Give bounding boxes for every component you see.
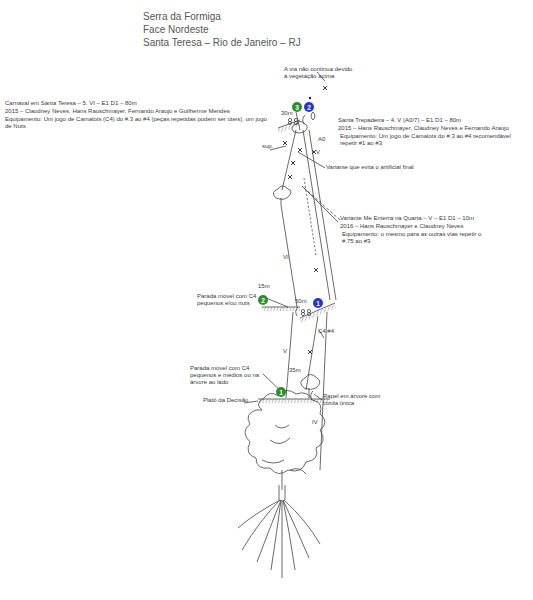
topo-label: Variante Me Enterra na Quarta – V – E1 D…	[340, 215, 528, 222]
topo-label: Santa Trepadeira – 4. V (A0/7) – E1 D1 –…	[338, 117, 528, 124]
topo-label: Parada móvel com C4 pequenos e médios ou…	[190, 365, 266, 387]
topo-label: Equipamento: Um jogo de Camalots do #.3 …	[340, 133, 520, 147]
pitch-marker: 1	[276, 387, 286, 397]
pitch-number: 3	[295, 104, 299, 111]
topo-label: Parada móvel com C4 pequenos e/ou nuts	[197, 293, 263, 307]
pitch-number: 1	[316, 300, 320, 307]
topo-label: A via não continua devido à vegetação ac…	[284, 66, 356, 80]
topo-label: 2015 – Hans Rauschmayer, Claudney Neves …	[338, 125, 528, 132]
topo-label: 50m	[295, 298, 311, 305]
topo-label: Carnaval em Santa Teresa – 5. VI – E1 D1…	[5, 100, 265, 107]
subtitle: Face Nordeste	[143, 24, 209, 36]
pitch-number: 2	[261, 297, 265, 304]
topo-label: 15m	[258, 283, 274, 290]
topo-label: 2015 – Claudney Neves, Hans Rauschmayer,…	[5, 108, 280, 115]
topo-label: V	[283, 348, 291, 355]
pitch-marker: 2	[304, 102, 314, 112]
topo-label: Equipamento: Um jogo de Camalots (C4) do…	[5, 116, 267, 130]
pitch-marker: 3	[292, 102, 302, 112]
topo-label: sup.	[262, 143, 278, 150]
topo-label: A0	[318, 136, 332, 143]
topo-label: Variante que evita o artificial final	[326, 164, 506, 171]
pitch-number: 2	[307, 104, 311, 111]
topo-label: C4 #4	[318, 328, 342, 335]
topo-label: Platô da Decisão	[203, 397, 263, 404]
topo-label: Equipamento: o mesmo para as outras vias…	[342, 231, 492, 245]
topo-label: VI	[283, 254, 293, 261]
title: Serra da Formiga	[143, 11, 221, 23]
pitch-marker: 1	[313, 298, 323, 308]
topo-label: 2016 – Hans Rauschmayer e Claudney Neves	[340, 223, 528, 230]
topo-label: 35m	[289, 367, 305, 374]
subtitle: Santa Teresa – Rio de Janeiro – RJ	[143, 37, 301, 49]
topo-label: V	[316, 149, 324, 156]
pitch-marker: 2	[258, 295, 268, 305]
topo-label: IV	[312, 419, 322, 426]
topo-label: Rapel em árvore com corda única	[323, 393, 393, 407]
pitch-number: 1	[279, 389, 283, 396]
